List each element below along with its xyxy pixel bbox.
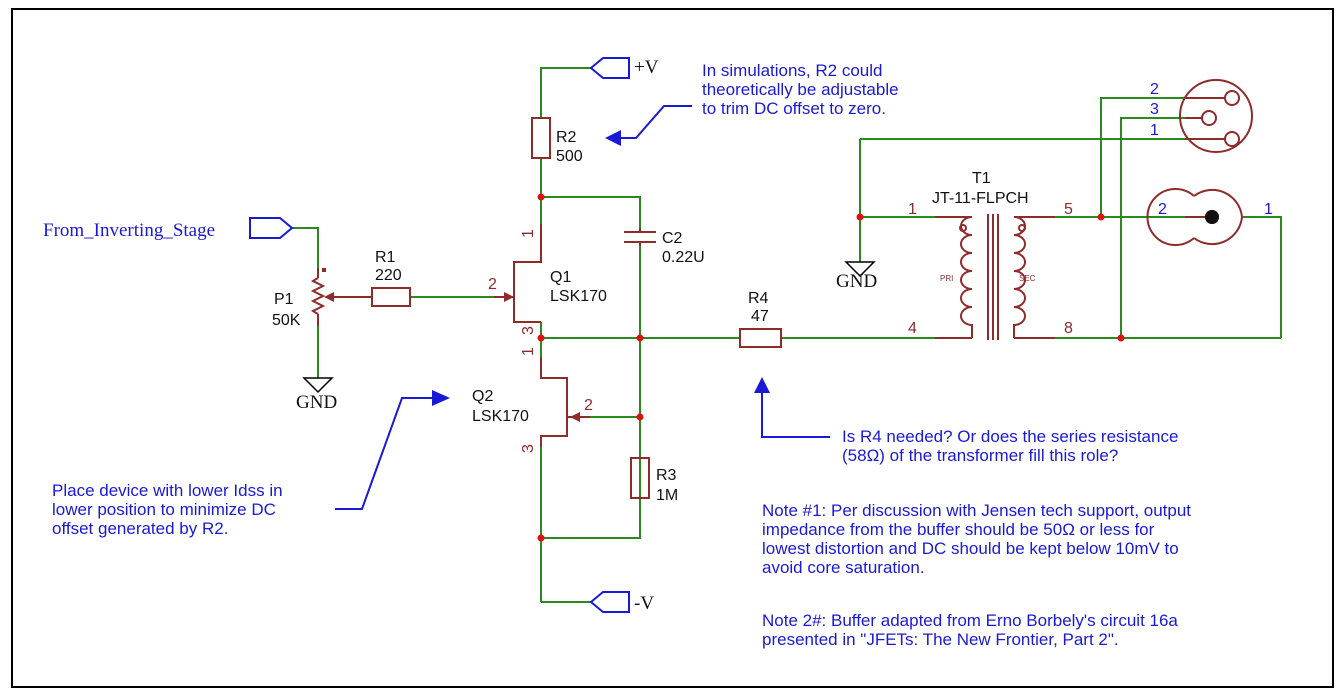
note-line: to trim DC offset to zero. xyxy=(702,99,886,118)
t1-pri-label: PRI xyxy=(940,274,953,283)
t1-pin-1: 1 xyxy=(908,201,917,218)
note-line: lowest distortion and DC should be kept … xyxy=(762,539,1179,558)
vminus-label: -V xyxy=(634,593,654,614)
junction-dot xyxy=(537,534,545,542)
junction-dot xyxy=(636,334,644,342)
sheet-border xyxy=(11,8,1334,688)
t1-pin-8: 8 xyxy=(1064,320,1073,337)
note-line: Note 2#: Buffer adapted from Erno Borbel… xyxy=(762,611,1178,630)
xlr-pin-2: 2 xyxy=(1150,81,1159,98)
jfet-q1: 2 1 3 Q1 LSK170 xyxy=(488,224,607,335)
resistor-r4: R4 47 xyxy=(739,290,782,348)
annotation-arrows xyxy=(335,105,830,510)
r4-ref: R4 xyxy=(748,290,769,307)
q2-pin-source: 3 xyxy=(520,444,537,453)
q2-pin-drain: 1 xyxy=(520,347,537,356)
q2-ref: Q2 xyxy=(472,388,493,405)
rca-pin-2: 2 xyxy=(1158,201,1167,218)
t1-ref: T1 xyxy=(972,170,991,187)
r2-ref: R2 xyxy=(556,129,577,146)
input-net-label: From_Inverting_Stage xyxy=(43,220,215,241)
note-line: Place device with lower Idss in xyxy=(52,481,283,500)
note-line: lower position to minimize DC xyxy=(52,500,276,519)
r2-value: 500 xyxy=(556,148,583,165)
note-line: Is R4 needed? Or does the series resista… xyxy=(842,427,1178,446)
port-vminus: -V xyxy=(589,591,654,614)
jfet-q2: 2 1 3 Q2 LSK170 xyxy=(472,347,593,453)
t1-pin-5: 5 xyxy=(1064,201,1073,218)
junction-dot xyxy=(856,213,864,221)
q2-value: LSK170 xyxy=(472,408,529,425)
wires xyxy=(292,67,1282,603)
resistor-r3: R3 1M xyxy=(630,457,678,504)
port-vplus: +V xyxy=(589,57,659,79)
r1-ref: R1 xyxy=(375,249,396,266)
resistor-r1: R1 220 xyxy=(371,249,411,307)
port-input: From_Inverting_Stage xyxy=(43,217,294,241)
p1-value: 50K xyxy=(272,312,301,329)
junction-dot xyxy=(636,413,644,421)
note-line: Note #1: Per discussion with Jensen tech… xyxy=(762,501,1191,520)
note-line: In simulations, R2 could xyxy=(702,61,882,80)
note-r2: In simulations, R2 could theoretically b… xyxy=(702,61,899,118)
note-line: offset generated by R2. xyxy=(52,519,228,538)
rca-pin-1: 1 xyxy=(1264,201,1273,218)
t1-sec-label: SEC xyxy=(1019,274,1036,283)
q1-pin-gate: 2 xyxy=(488,276,497,293)
r4-value: 47 xyxy=(751,308,769,325)
xlr-pin-3: 3 xyxy=(1150,101,1159,118)
xlr-pin-1: 1 xyxy=(1150,122,1159,139)
junctions xyxy=(537,193,1125,542)
potentiometer-p1: P1 50K xyxy=(272,268,372,329)
note-line: (58Ω) of the transformer fill this role? xyxy=(842,446,1118,465)
r1-value: 220 xyxy=(375,267,402,284)
rca-connector: 2 1 xyxy=(1146,188,1273,246)
vplus-label: +V xyxy=(634,57,659,78)
c2-value: 0.22U xyxy=(662,249,705,266)
capacitor-c2: C2 0.22U xyxy=(624,228,705,266)
junction-dot xyxy=(537,334,545,342)
gnd-label: GND xyxy=(296,392,337,413)
p1-ref: P1 xyxy=(274,291,294,308)
junction-dot xyxy=(537,193,545,201)
resistor-r2: R2 500 xyxy=(531,117,583,165)
t1-pin-4: 4 xyxy=(908,320,917,337)
r3-ref: R3 xyxy=(656,467,677,484)
q1-pin-drain: 1 xyxy=(520,229,537,238)
t1-value: JT-11-FLPCH xyxy=(932,190,1029,207)
note-idss: Place device with lower Idss in lower po… xyxy=(52,481,283,538)
q1-pin-source: 3 xyxy=(520,326,537,335)
q2-pin-gate: 2 xyxy=(584,397,593,414)
note-line: avoid core saturation. xyxy=(762,558,925,577)
junction-dot xyxy=(1097,213,1105,221)
note-line: impedance from the buffer should be 50Ω … xyxy=(762,520,1155,539)
note-2: Note 2#: Buffer adapted from Erno Borbel… xyxy=(762,611,1178,649)
junction-dot xyxy=(1117,334,1125,342)
note-line: presented in "JFETs: The New Frontier, P… xyxy=(762,630,1119,649)
q1-value: LSK170 xyxy=(550,288,607,305)
gnd-symbol-t1: GND xyxy=(836,261,877,292)
gnd-label: GND xyxy=(836,271,877,292)
note-r4: Is R4 needed? Or does the series resista… xyxy=(842,427,1178,465)
c2-ref: C2 xyxy=(662,230,683,247)
note-line: theoretically be adjustable xyxy=(702,80,899,99)
note-1: Note #1: Per discussion with Jensen tech… xyxy=(762,501,1191,577)
q1-ref: Q1 xyxy=(550,269,571,286)
xlr-connector: 2 3 1 xyxy=(1150,79,1253,153)
transformer-t1: PRI SEC T1 JT-11-FLPCH 1 4 5 8 xyxy=(908,170,1073,340)
r3-value: 1M xyxy=(656,487,678,504)
gnd-symbol-p1: GND xyxy=(296,377,337,413)
